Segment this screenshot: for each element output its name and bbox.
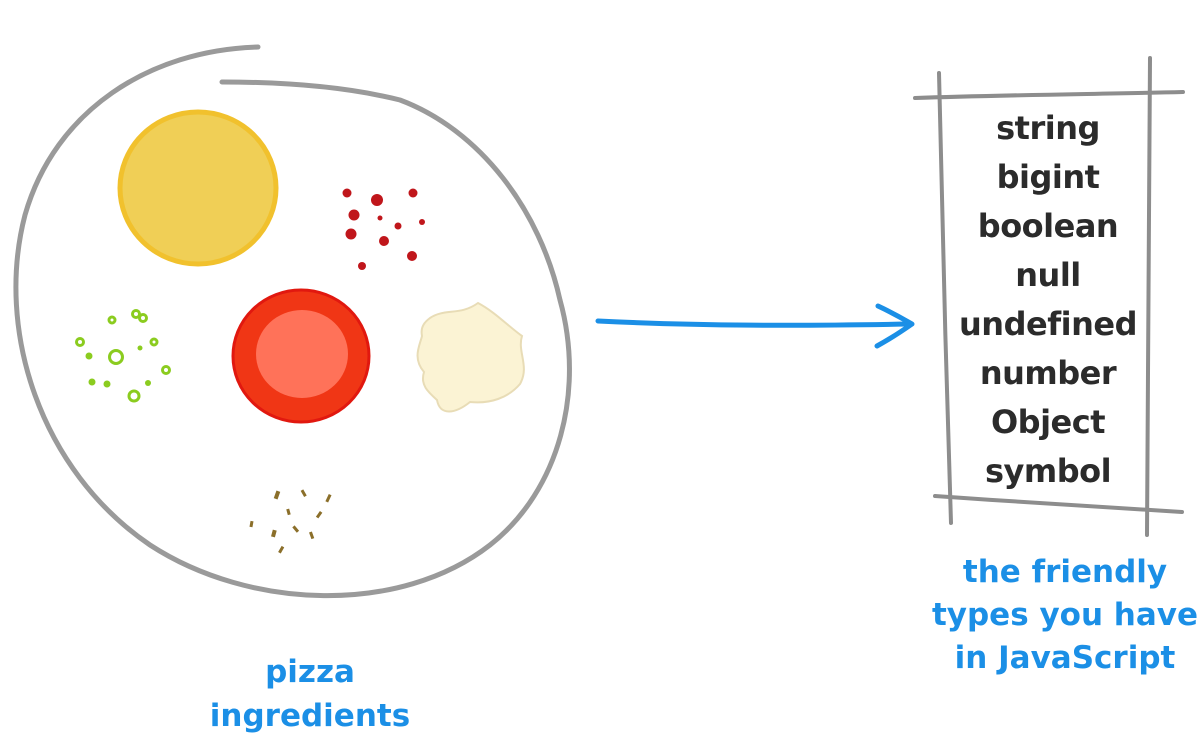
types-caption-line-2: types you have [930, 594, 1200, 637]
cheese-ball [120, 112, 276, 264]
type-null: null [950, 251, 1146, 300]
types-caption-line-3: in JavaScript [930, 637, 1200, 680]
dough-blob [418, 303, 524, 412]
type-undefined: undefined [950, 300, 1146, 349]
tomato-slice [233, 290, 369, 422]
arrow-right-icon [598, 306, 912, 346]
types-list: string bigint boolean null undefined num… [950, 104, 1146, 496]
types-caption-line-1: the friendly [930, 551, 1200, 594]
type-string: string [950, 104, 1146, 153]
type-boolean: boolean [950, 202, 1146, 251]
oregano-flakes [249, 489, 331, 553]
plate-caption: pizza ingredients [160, 650, 460, 738]
type-symbol: symbol [950, 447, 1146, 496]
type-object: Object [950, 398, 1146, 447]
chili-flakes [343, 189, 426, 271]
type-number: number [950, 349, 1146, 398]
types-caption: the friendly types you have in JavaScrip… [930, 551, 1200, 680]
type-bigint: bigint [950, 153, 1146, 202]
